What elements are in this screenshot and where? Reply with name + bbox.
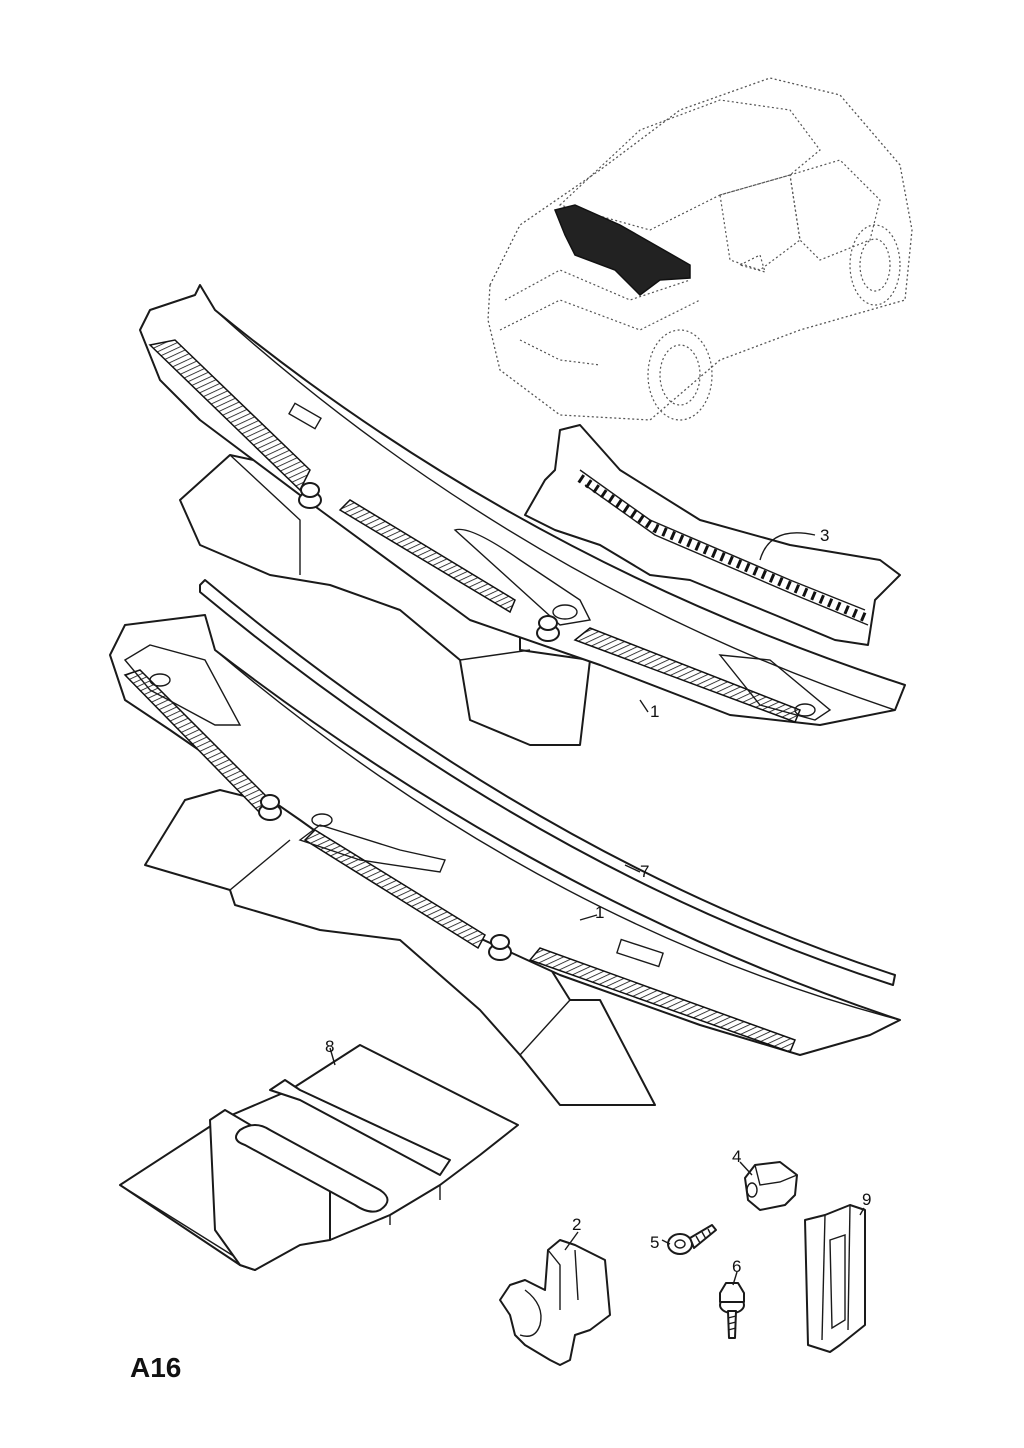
callout-6: 6 [732,1257,741,1276]
callout-2: 2 [572,1215,581,1234]
part-3-grille-panel [524,424,901,646]
callout-1-lower: 1 [595,903,604,922]
part-1-upper-cowl-panel [139,284,906,746]
part-6-bolt [719,1282,745,1339]
callout-5: 5 [650,1233,659,1252]
part-9-retainer [804,1204,866,1353]
nut [298,482,322,509]
callout-9: 9 [862,1190,871,1209]
callout-8: 8 [325,1037,334,1056]
part-1-lower-cowl-panel [109,614,901,1106]
nut [258,794,282,821]
part-7-seal-strip [199,579,896,986]
diagram-code: A16 [130,1352,181,1383]
nut [488,934,512,961]
callout-3: 3 [820,526,829,545]
part-2-cable-clip [499,1239,611,1366]
callout-7: 7 [640,862,649,881]
part-8-tray [119,1044,519,1271]
nut [536,615,560,642]
car-reference-illustration [487,77,913,421]
part-4-clip-nut [744,1161,798,1211]
callout-1-upper: 1 [650,702,659,721]
callout-4: 4 [732,1147,741,1166]
part-5-screw [667,1224,717,1255]
leader-lines [329,532,865,1286]
